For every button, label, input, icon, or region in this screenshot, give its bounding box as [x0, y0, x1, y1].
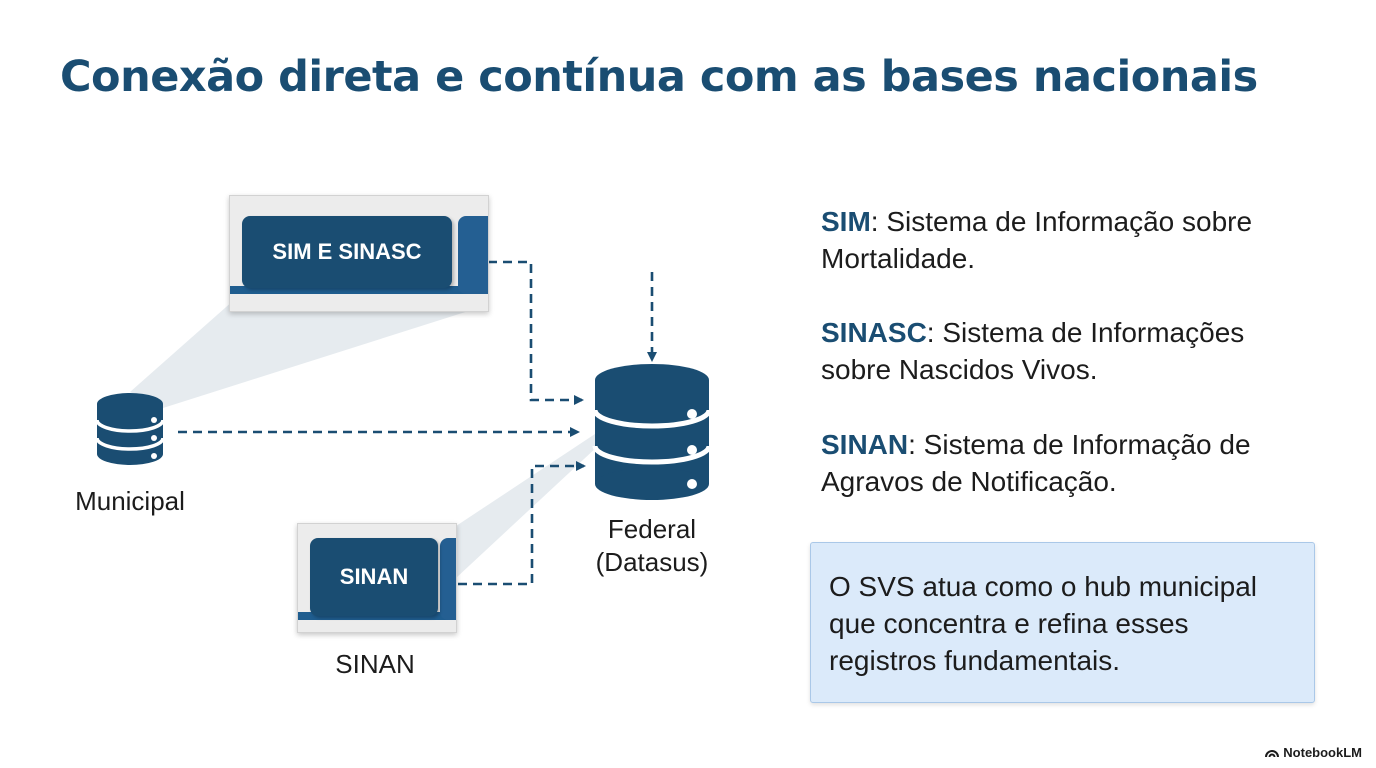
definition-text: : Sistema de Informação de Agravos de No… — [821, 429, 1251, 497]
connector-sim-federal — [488, 260, 584, 405]
hub-callout: O SVS atua como o hub municipal que conc… — [810, 542, 1315, 703]
page-title: Conexão direta e contínua com as bases n… — [60, 52, 1258, 102]
sinan-screen: SINAN — [297, 523, 457, 633]
connectors — [178, 260, 657, 586]
screen-bottom-bar — [298, 612, 456, 620]
definition-text: : Sistema de Informações sobre Nascidos … — [821, 317, 1245, 385]
definition-term: SINAN — [821, 429, 909, 460]
federal-label-line1: Federal — [607, 514, 697, 544]
definition-text: : Sistema de Informação sobre Mortalidad… — [821, 206, 1253, 274]
notebooklm-logo-icon — [1265, 750, 1280, 758]
federal-label-line2: (Datasus) — [595, 547, 709, 577]
sim-sinasc-tab: SIM E SINASC — [242, 216, 452, 288]
definition-sinan: SINAN: Sistema de Informação de Agravos … — [821, 426, 1321, 500]
notebooklm-watermark: NotebookLM — [1265, 745, 1362, 760]
sinan-label: SINAN — [335, 649, 415, 679]
definition-term: SINASC — [821, 317, 927, 348]
sinan-tab-label: SINAN — [339, 564, 409, 589]
screen-side-tab — [440, 538, 456, 620]
definition-term: SIM — [821, 206, 871, 237]
municipal-label: Municipal — [75, 486, 185, 516]
beam-federal-sinan — [444, 432, 598, 578]
definition-sinasc: SINASC: Sistema de Informações sobre Nas… — [821, 314, 1321, 388]
sinan-tab: SINAN — [310, 538, 438, 616]
federal-label: Federal (Datasus) — [572, 513, 732, 579]
watermark-text: NotebookLM — [1283, 745, 1362, 760]
database-icon — [592, 364, 712, 500]
definition-sim: SIM: Sistema de Informação sobre Mortali… — [821, 203, 1321, 277]
connector-sinan-federal — [458, 461, 586, 586]
sim-sinasc-tab-label: SIM E SINASC — [272, 239, 422, 264]
beam-municipal-sim — [130, 300, 478, 408]
screen-bottom-bar — [230, 286, 488, 294]
database-icon — [95, 391, 165, 467]
sim-sinasc-screen: SIM E SINASC — [229, 195, 489, 312]
screen-side-tab — [458, 216, 488, 294]
